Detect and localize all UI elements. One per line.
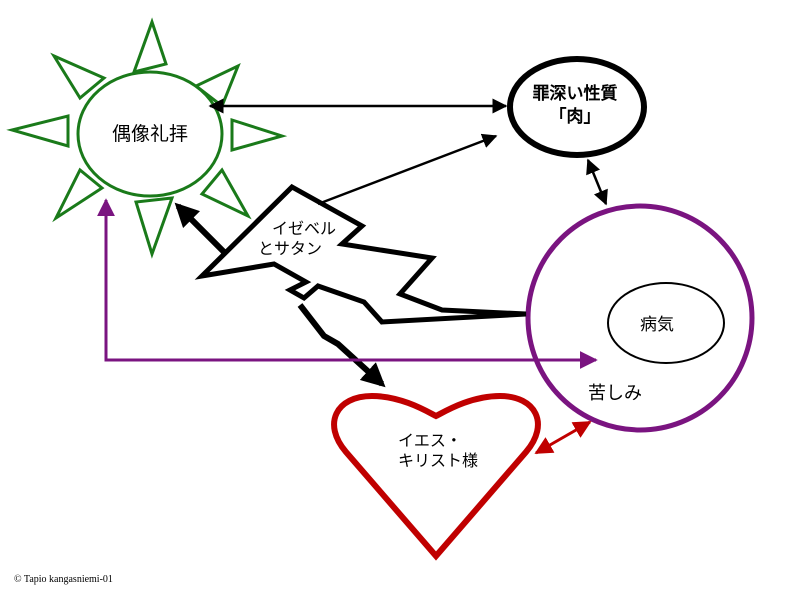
sinful-nature-circle bbox=[507, 56, 647, 158]
arrow-sinful-nature-suffering bbox=[586, 158, 608, 206]
arrow-bolt-idolatry bbox=[174, 202, 227, 255]
idolatry-label: 偶像礼拝 bbox=[112, 123, 188, 145]
jesus-heart bbox=[331, 392, 541, 561]
sun-ray bbox=[131, 17, 168, 75]
sinful-nature-label-line1: 罪深い性質 bbox=[533, 83, 618, 104]
sinful-nature-label-line2: 「肉」 bbox=[550, 106, 601, 127]
jesus-label-line1: イエス・ bbox=[398, 431, 462, 450]
arrow-bolt-jesus bbox=[297, 303, 386, 388]
illness-label: 病気 bbox=[640, 315, 674, 335]
sun-ray bbox=[50, 52, 107, 101]
sun-ray bbox=[6, 114, 70, 148]
arrow-bolt-sinful-nature bbox=[317, 133, 498, 206]
sun-ray bbox=[199, 167, 252, 220]
jezebel-satan-label-line1: イゼベル bbox=[272, 219, 336, 238]
copyright-text: © Tapio kangasniemi-01 bbox=[14, 574, 113, 585]
jezebel-satan-label-line2: とサタン bbox=[258, 239, 322, 258]
sun-ray bbox=[230, 117, 288, 152]
arrow-jesus-suffering bbox=[534, 420, 592, 455]
sun-ray bbox=[193, 62, 241, 109]
suffering-label: 苦しみ bbox=[588, 383, 642, 404]
sun-ray bbox=[52, 167, 105, 223]
arrow-suffering-idolatry bbox=[97, 198, 598, 369]
idolatry-circle bbox=[76, 70, 224, 198]
jesus-label-line2: キリスト様 bbox=[398, 451, 478, 470]
sun-rays bbox=[6, 17, 288, 259]
sun-ray bbox=[134, 196, 175, 259]
jezebel-satan-bolt bbox=[194, 183, 527, 325]
illness-circle bbox=[607, 282, 725, 364]
